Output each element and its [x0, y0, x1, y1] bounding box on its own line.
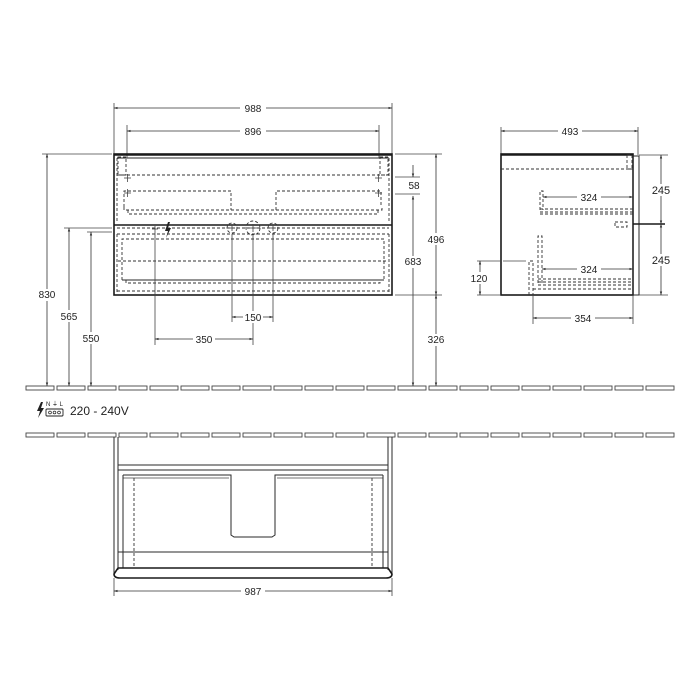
dim-326: 326	[428, 335, 445, 346]
dim-683: 683	[405, 257, 422, 268]
dim-350: 350	[196, 335, 213, 346]
dim-830: 830	[39, 290, 56, 301]
floor-tiles-bottom	[25, 432, 675, 438]
dim-354: 354	[575, 314, 592, 325]
dim-58: 58	[408, 181, 420, 192]
lightning-bolt-icon	[37, 402, 44, 418]
dim-245-top: 245	[652, 185, 670, 197]
voltage-label: 220 - 240V	[70, 404, 129, 418]
pipe-connection-icon	[226, 220, 279, 236]
dim-120: 120	[471, 274, 488, 285]
side-view: 493 324 324 120	[468, 125, 673, 325]
dim-896: 896	[245, 127, 262, 138]
mount-crosshair-icon	[124, 174, 382, 197]
dim-324-top: 324	[581, 193, 598, 204]
front-view: 988 896	[36, 102, 447, 387]
plan-view: 987	[113, 437, 393, 598]
floor-tiles-top	[25, 385, 675, 391]
dim-150: 150	[245, 313, 262, 324]
dim-493: 493	[562, 127, 579, 138]
electrical-spec: N ⏚ L 220 - 240V	[37, 401, 129, 418]
lightning-bolt-icon	[165, 222, 171, 238]
dim-324-bottom: 324	[581, 265, 598, 276]
dim-987: 987	[245, 587, 262, 598]
dim-245-bottom: 245	[652, 255, 670, 267]
dim-496: 496	[428, 235, 445, 246]
dim-565: 565	[61, 312, 78, 323]
dim-988: 988	[245, 104, 262, 115]
terminal-block-icon	[45, 408, 64, 417]
dim-550: 550	[83, 334, 100, 345]
terminal-labels: N ⏚ L	[46, 401, 64, 408]
